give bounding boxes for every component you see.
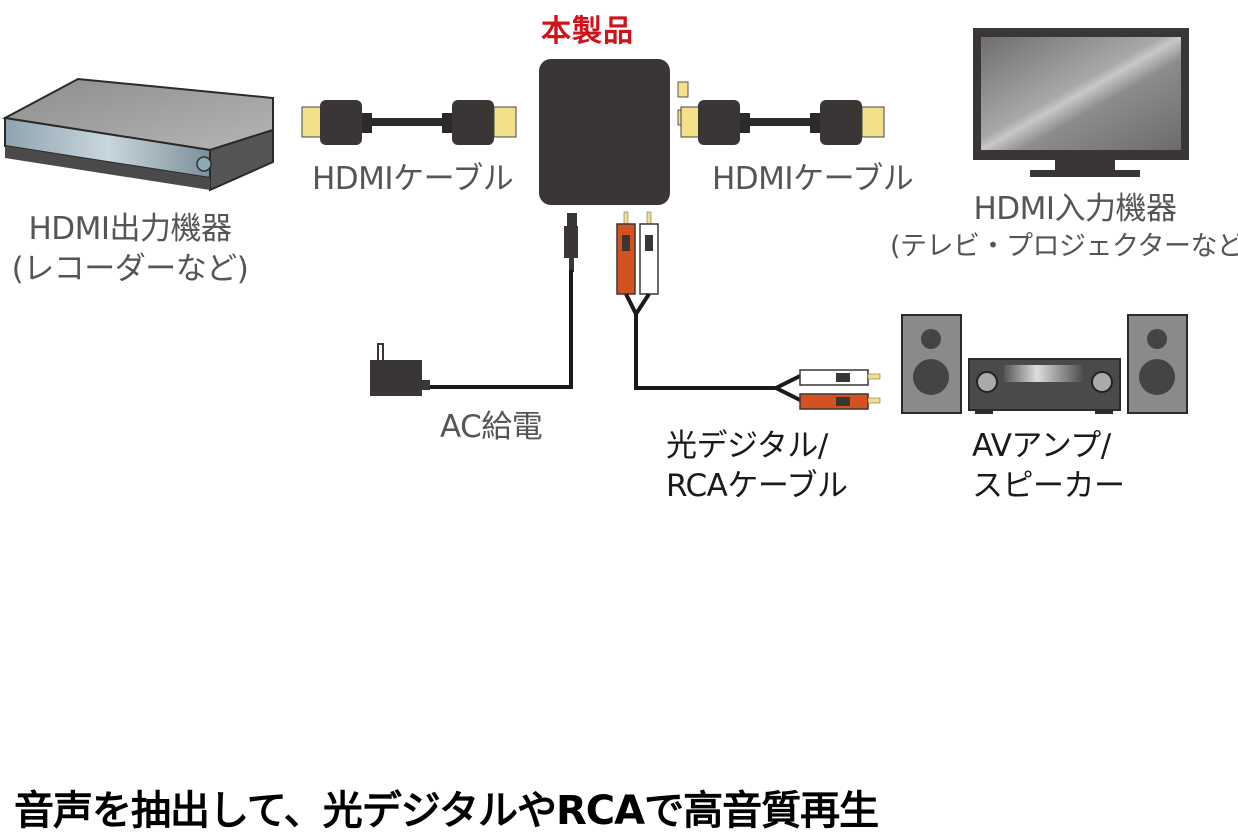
- audio-device-sublabel: スピーカー: [972, 468, 1125, 504]
- sink-device-sublabel: (テレビ・プロジェクターなど): [890, 231, 1238, 262]
- tv-icon: [973, 28, 1189, 177]
- recorder-icon: [1, 77, 274, 192]
- audio-cable-label-line1: 光デジタル/: [666, 428, 828, 464]
- audio-device-label: AVアンプ/: [972, 428, 1111, 464]
- headline: 音声を抽出して、光デジタルやRCAで高音質再生: [14, 788, 879, 834]
- converter-box-icon: [539, 59, 689, 205]
- rca-cable-icon: [616, 211, 881, 410]
- av-amp-speakers-icon: [901, 314, 1188, 414]
- hdmi-cable-right-label: HDMIケーブル: [712, 161, 914, 197]
- hdmi-cable-right-icon: [680, 100, 885, 145]
- ac-power-label: AC給電: [440, 409, 543, 445]
- sink-device-label: HDMI入力機器: [973, 191, 1177, 227]
- hdmi-cable-left-icon: [301, 100, 517, 145]
- hdmi-cable-left-label: HDMIケーブル: [312, 161, 514, 197]
- source-device-label: HDMI出力機器: [28, 211, 232, 247]
- product-title: 本製品: [541, 14, 634, 49]
- ac-adapter-icon: [370, 213, 578, 396]
- audio-cable-label-line2: RCAケーブル: [666, 468, 848, 504]
- source-device-sublabel: (レコーダーなど): [11, 251, 249, 287]
